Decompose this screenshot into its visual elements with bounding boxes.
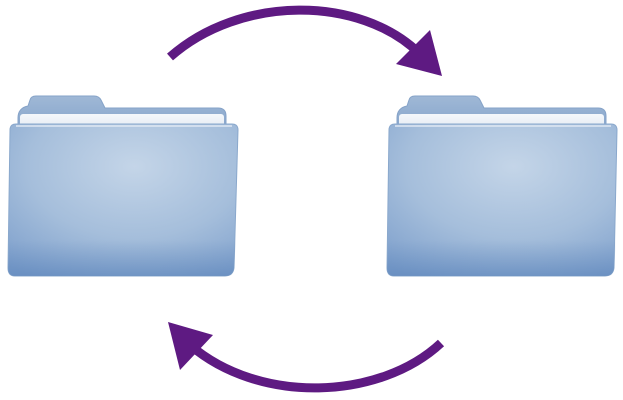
folder-icon[interactable] bbox=[7, 95, 239, 277]
arrow-head bbox=[168, 322, 213, 370]
folder-front-shade bbox=[387, 240, 616, 276]
folder-icon[interactable] bbox=[386, 95, 618, 277]
curved-arrow-icon bbox=[167, 5, 442, 76]
curved-arrow-icon bbox=[168, 322, 445, 393]
folder-front-shade bbox=[8, 240, 236, 276]
arrow-head bbox=[396, 30, 442, 76]
arrow-shaft bbox=[167, 5, 424, 61]
arrow-shaft bbox=[187, 339, 445, 393]
